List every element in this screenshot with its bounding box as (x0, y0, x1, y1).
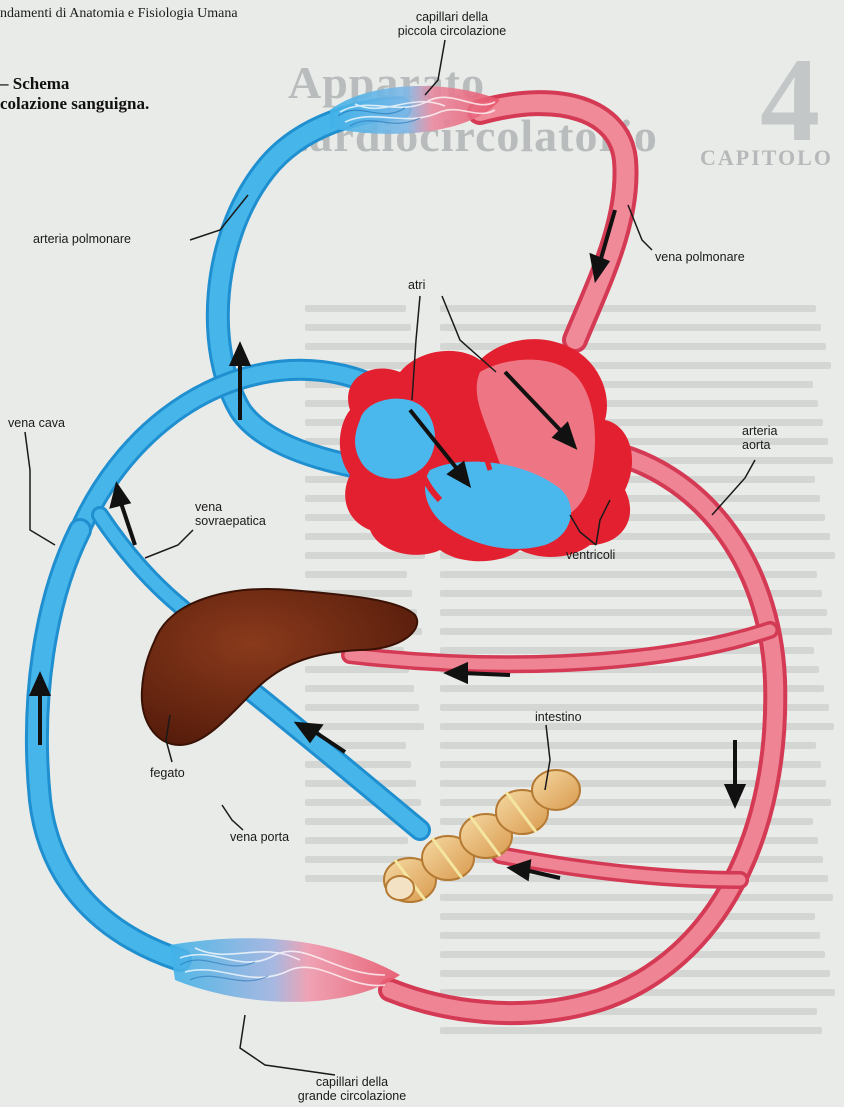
label-arteria-aorta: arteria aorta (742, 424, 777, 452)
label-fegato: fegato (150, 766, 185, 780)
right-atrium (355, 399, 435, 479)
label-intestino: intestino (535, 710, 582, 724)
arrow-arteria-aorta (727, 740, 743, 804)
label-ventricoli: ventricoli (566, 548, 615, 562)
label-vena-sovraepatica: vena sovraepatica (195, 500, 266, 528)
label-vena-sovraepatica-line1: vena (195, 500, 266, 514)
label-capillari-grande-circolazione: capillari della grande circolazione (272, 1075, 432, 1103)
label-atri: atri (408, 278, 425, 292)
label-vena-cava: vena cava (8, 416, 65, 430)
vena-polmonare-vessel (480, 103, 626, 340)
heart (340, 339, 632, 561)
capillari-piccola-circolazione (330, 86, 500, 134)
label-arteria-polmonare: arteria polmonare (33, 232, 131, 246)
label-capillari-piccola-circolazione: capillari della piccola circolazione (372, 10, 532, 38)
label-vena-porta: vena porta (230, 830, 289, 844)
label-vena-polmonare: vena polmonare (655, 250, 745, 264)
label-capillari-piccola-line2: piccola circolazione (372, 24, 532, 38)
label-capillari-grande-line1: capillari della (272, 1075, 432, 1089)
label-vena-sovraepatica-line2: sovraepatica (195, 514, 266, 528)
label-arteria-aorta-line2: aorta (742, 438, 777, 452)
label-capillari-grande-line2: grande circolazione (272, 1089, 432, 1103)
capillari-grande-circolazione (170, 938, 400, 1002)
label-capillari-piccola-line1: capillari della (372, 10, 532, 24)
label-arteria-aorta-line1: arteria (742, 424, 777, 438)
